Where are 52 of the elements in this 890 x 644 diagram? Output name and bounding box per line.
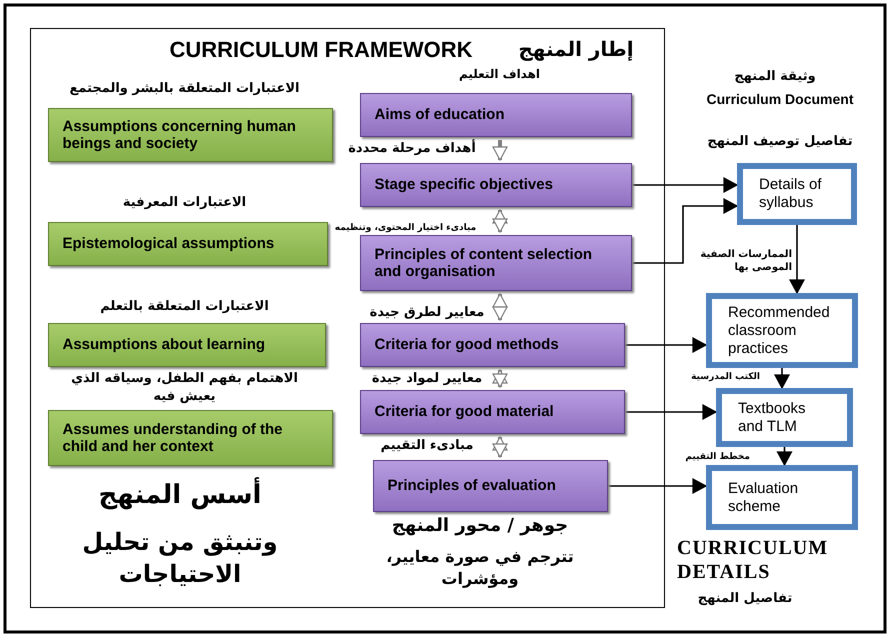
box-heading: أهداف مرحلة محددة [347, 140, 477, 158]
edge-label: الممارسات الصفية الموصى بها [699, 248, 792, 274]
framework-box: Principles of evaluation [372, 460, 608, 512]
assumption-box: Assumes understanding of the child and her context [48, 410, 332, 466]
label-text: أسس المنهج [70, 478, 290, 513]
document-box: Evaluation scheme [706, 465, 858, 530]
arrow [774, 368, 790, 389]
box-heading: الاعتبارات المعرفية [122, 194, 248, 212]
document-box: Details of syllabus [737, 163, 857, 225]
box-heading: مبادىء التقييم [380, 436, 474, 454]
box-heading: الاعتبارات المتعلقة بالتعلم [99, 298, 270, 316]
label-text: وتنبثق من تحليل الاحتياجات [81, 527, 279, 590]
hollow-arrow [492, 436, 508, 458]
framework-title: CURRICULUM FRAMEWORK [168, 37, 474, 63]
framework-frame [30, 28, 665, 608]
hollow-arrow [492, 369, 508, 388]
label-text: CURRICULUM DETAILS [677, 536, 830, 584]
arrow [625, 404, 717, 420]
arrow [625, 337, 707, 353]
assumption-box: Assumptions concerning human beings and society [48, 108, 332, 162]
document-box: Recommended classroom practices [706, 293, 858, 368]
box-heading: تفاصيل توصيف المنهج [706, 133, 854, 151]
framework-box: Stage specific objectives [360, 162, 632, 206]
document-box: Textbooks and TLM [716, 388, 853, 447]
hollow-arrow [492, 293, 508, 321]
label-text: جوهر / محور المنهج [390, 514, 570, 538]
label-text: تفاصيل المنهج [696, 590, 794, 608]
framework-box: Principles of content selection and organisation [360, 234, 632, 290]
framework-title: إطار المنهج [517, 37, 635, 61]
assumption-box: Epistemological assumptions [48, 222, 328, 266]
arrow [776, 447, 792, 466]
arrow [632, 198, 738, 264]
framework-box: Criteria for good methods [360, 322, 624, 366]
box-heading: اهداف التعليم [458, 66, 542, 82]
hollow-arrow [492, 140, 508, 161]
box-heading: معايير لمواد جيدة [370, 370, 484, 388]
framework-box: Criteria for good material [360, 390, 624, 434]
box-heading: الاهتمام بفهم الطفل، وسياقه الذي يعيش فيه [70, 370, 299, 406]
edge-label: مخطط التقييم [684, 451, 750, 463]
hollow-arrow [492, 209, 508, 233]
box-heading: مبادىء اختيار المحتوى، وتنظيمه [334, 222, 478, 234]
arrow [789, 225, 805, 294]
edge-label: الكتب المدرسية [690, 371, 760, 383]
arrow [608, 478, 707, 494]
assumption-box: Assumptions about learning [48, 322, 326, 366]
label-text: وثيقة المنهج [733, 68, 817, 86]
label-text: Curriculum Document [705, 90, 854, 109]
label-text: تترجم في صورة معايير، ومؤشرات [385, 546, 575, 590]
box-heading: معايير لطرق جيدة [370, 304, 484, 322]
box-heading: الاعتبارات المتعلقة بالبشر والمجتمع [68, 80, 300, 98]
framework-box: Aims of education [360, 92, 632, 136]
arrow [632, 177, 738, 193]
